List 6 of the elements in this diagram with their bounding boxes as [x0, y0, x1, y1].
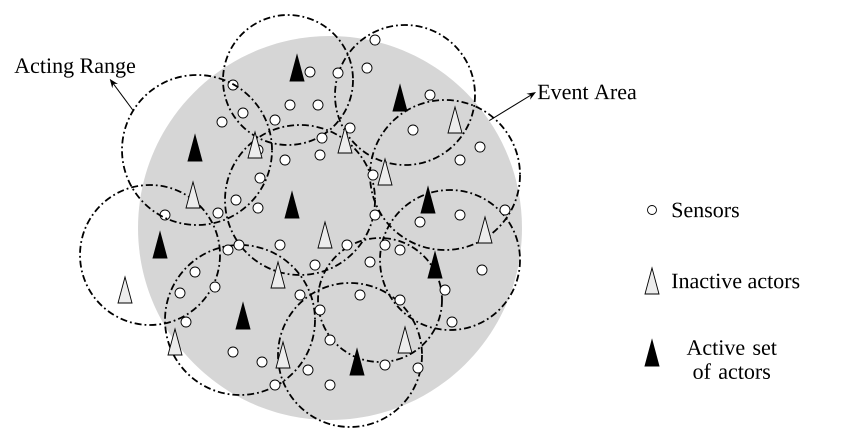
legend-label: Sensors	[672, 202, 739, 218]
legend-label: Inactive actors	[672, 274, 800, 288]
leader-text: Event Area	[538, 84, 636, 100]
legend-label: Active set of actors	[686, 340, 777, 379]
event-area-disc	[138, 36, 522, 420]
leader-text: Acting Range	[14, 58, 136, 78]
